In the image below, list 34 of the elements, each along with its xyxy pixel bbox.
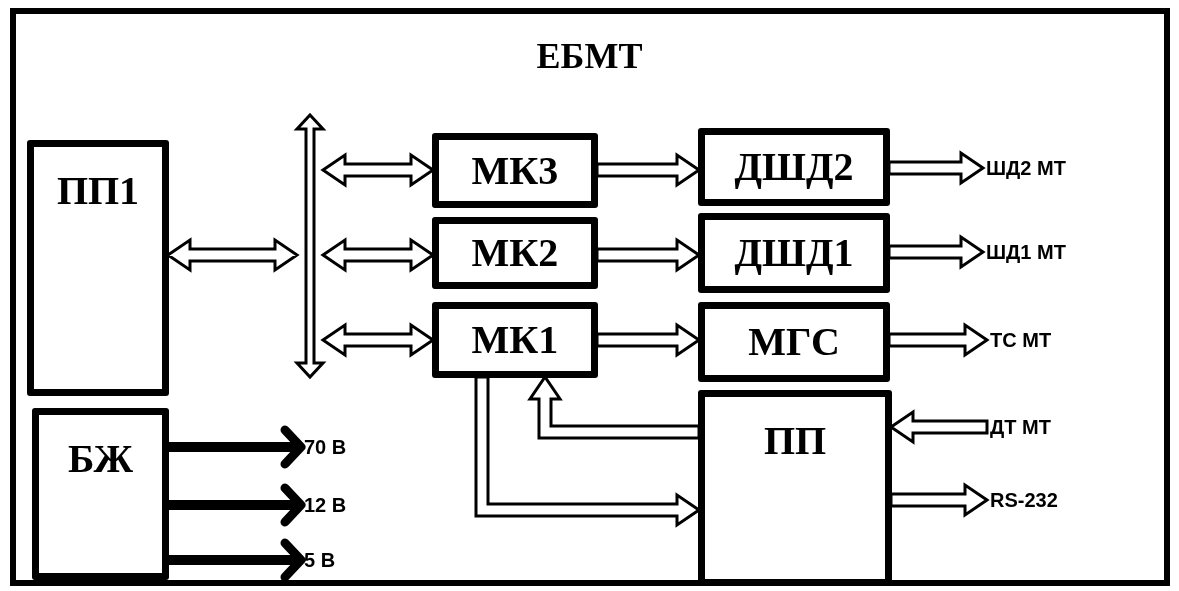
block-box (698, 213, 890, 293)
hollow-arrow (887, 150, 986, 186)
output-label: ШД2 МТ (986, 158, 1066, 178)
output-label: 12 В (304, 495, 347, 515)
block-label: МК3 (471, 150, 559, 191)
block-box (698, 128, 890, 206)
hollow-arrow (887, 234, 986, 270)
hollow-arrow (889, 482, 990, 518)
block-label: ПП1 (56, 171, 140, 211)
block-label: ПП (763, 421, 827, 461)
block-box (698, 302, 890, 382)
block-label: БЖ (68, 439, 133, 479)
block-box (32, 408, 169, 580)
block-box (432, 133, 598, 208)
output-label: 70 В (304, 437, 347, 457)
block-label: МГС (748, 322, 840, 362)
block-box (432, 302, 598, 378)
arrow (168, 483, 306, 527)
output-label: 5 В (304, 550, 336, 570)
block-label: ДШД2 (734, 147, 854, 187)
arrow (168, 538, 306, 582)
bus-arrow (296, 113, 324, 379)
diagram-title: ЕБМТ (536, 38, 643, 74)
block-box (432, 217, 598, 289)
output-label: RS-232 (990, 490, 1058, 510)
block-label: МК1 (471, 320, 559, 360)
arrow (168, 425, 306, 469)
output-label: ШД1 МТ (986, 242, 1066, 262)
block-label: МК2 (471, 233, 559, 273)
hollow-arrow (887, 322, 990, 358)
block-box (27, 140, 169, 396)
output-label: ТС МТ (990, 330, 1052, 350)
block-label: ДШД1 (734, 233, 854, 273)
output-label: ДТ МТ (990, 417, 1051, 437)
